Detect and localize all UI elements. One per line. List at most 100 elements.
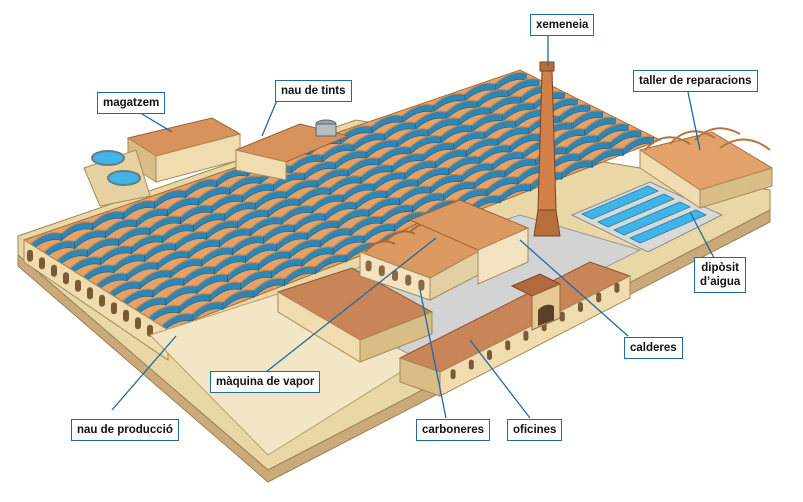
label-taller-text: taller de reparacions bbox=[639, 75, 752, 87]
roof-arch bbox=[267, 197, 300, 211]
roof-arch bbox=[391, 153, 423, 166]
roof-arch bbox=[293, 212, 326, 226]
roof-arch bbox=[478, 144, 511, 158]
entrance-arch bbox=[538, 304, 554, 326]
roof-arch bbox=[121, 288, 154, 302]
roof-arch bbox=[394, 211, 426, 225]
roof-arch bbox=[496, 126, 529, 140]
roof-arch bbox=[355, 189, 387, 203]
roof-arch bbox=[558, 103, 591, 117]
roof-arch bbox=[271, 258, 303, 272]
roof-arch bbox=[118, 226, 150, 240]
offices-windows bbox=[450, 282, 620, 380]
roof-arch bbox=[386, 178, 418, 192]
leader-nau-de-tints bbox=[261, 97, 279, 137]
label-oficines: oficines bbox=[507, 419, 563, 441]
roof-arch bbox=[196, 273, 228, 287]
roof-arch bbox=[229, 175, 261, 188]
roof-arch bbox=[254, 190, 287, 203]
roof-arch bbox=[445, 99, 478, 113]
label-nau-de-tints: nau de tints bbox=[275, 80, 352, 102]
office-window bbox=[596, 292, 602, 303]
label-xemeneia-text: xemeneia bbox=[536, 19, 589, 31]
roof-arch bbox=[178, 293, 211, 307]
label-nau-de-produccio: nau de producció bbox=[71, 419, 179, 441]
coal-shed-side bbox=[359, 311, 433, 363]
leader-taller bbox=[687, 91, 701, 151]
roof-arch bbox=[139, 269, 171, 283]
workshop-vaults bbox=[644, 127, 771, 151]
roof-arch bbox=[100, 245, 132, 259]
roof-arch bbox=[484, 119, 516, 133]
roof-arch bbox=[352, 132, 385, 145]
hall-window bbox=[111, 302, 117, 315]
label-calderes: calderes bbox=[624, 337, 683, 359]
roof-arch bbox=[427, 117, 460, 130]
roof-arch bbox=[147, 304, 180, 319]
roof-arch bbox=[453, 130, 485, 144]
roof-arch bbox=[347, 157, 380, 170]
engine-house-windows bbox=[365, 260, 425, 291]
label-xemeneia: xemeneia bbox=[530, 14, 595, 36]
roof-arch bbox=[211, 193, 243, 207]
roof-arch bbox=[373, 171, 405, 185]
roof-arch bbox=[499, 182, 531, 197]
office-window bbox=[578, 302, 583, 312]
engine-window bbox=[418, 279, 425, 291]
roof-arch bbox=[285, 179, 318, 192]
chimney-base bbox=[533, 209, 561, 237]
office-window bbox=[487, 350, 492, 360]
roof-arch bbox=[350, 215, 382, 229]
roof-arch bbox=[165, 285, 198, 299]
roof-arch bbox=[126, 261, 158, 275]
leader-diposit bbox=[689, 211, 715, 259]
roof-arch bbox=[422, 141, 454, 155]
roof-arch bbox=[435, 148, 467, 162]
roof-arch bbox=[152, 277, 184, 291]
roof-arch bbox=[301, 246, 334, 260]
roof-arch bbox=[466, 137, 498, 151]
roof-arch bbox=[108, 280, 141, 294]
roof-arch bbox=[473, 169, 506, 183]
roof-arch bbox=[201, 246, 233, 260]
roof-arch bbox=[92, 210, 124, 224]
roof-arch bbox=[430, 173, 462, 188]
office-window bbox=[450, 369, 456, 380]
label-nau-de-tints-text: nau de tints bbox=[281, 85, 346, 97]
label-carboneres: carboneres bbox=[416, 419, 491, 441]
roof-arch bbox=[591, 147, 623, 161]
engine-window bbox=[378, 265, 385, 277]
roof-arch bbox=[224, 201, 256, 214]
roof-arch bbox=[222, 289, 254, 303]
roof-arch bbox=[105, 218, 137, 232]
roof-arch bbox=[486, 176, 518, 190]
roof-arch bbox=[30, 232, 62, 245]
roof-arch bbox=[622, 135, 654, 150]
roof-arch bbox=[365, 139, 398, 152]
roof-arch bbox=[417, 167, 449, 180]
roof-arch bbox=[321, 143, 354, 156]
roof-arch bbox=[144, 242, 176, 255]
roof-arch bbox=[227, 262, 259, 276]
label-diposit-daigua: dipòsit d’aigua bbox=[694, 257, 747, 293]
roof-arch bbox=[131, 234, 163, 248]
roof-arch bbox=[432, 93, 465, 106]
roof-arch bbox=[161, 312, 193, 327]
office-window bbox=[614, 282, 620, 293]
roof-arch bbox=[87, 237, 119, 250]
roof-arch bbox=[425, 199, 457, 213]
roof-arch bbox=[306, 219, 339, 233]
chimney-cap bbox=[539, 61, 555, 72]
offices-end bbox=[399, 357, 441, 397]
roof-arch bbox=[566, 134, 598, 148]
site-base-edge bbox=[17, 209, 771, 483]
roof-arch bbox=[167, 197, 199, 210]
roof-arch bbox=[345, 242, 377, 256]
roof-arch bbox=[56, 248, 88, 261]
hall-window bbox=[39, 257, 45, 270]
roof-arch bbox=[332, 234, 364, 248]
roof-arch bbox=[236, 208, 269, 222]
roof-arch bbox=[61, 221, 93, 234]
roof-arch bbox=[183, 265, 215, 279]
